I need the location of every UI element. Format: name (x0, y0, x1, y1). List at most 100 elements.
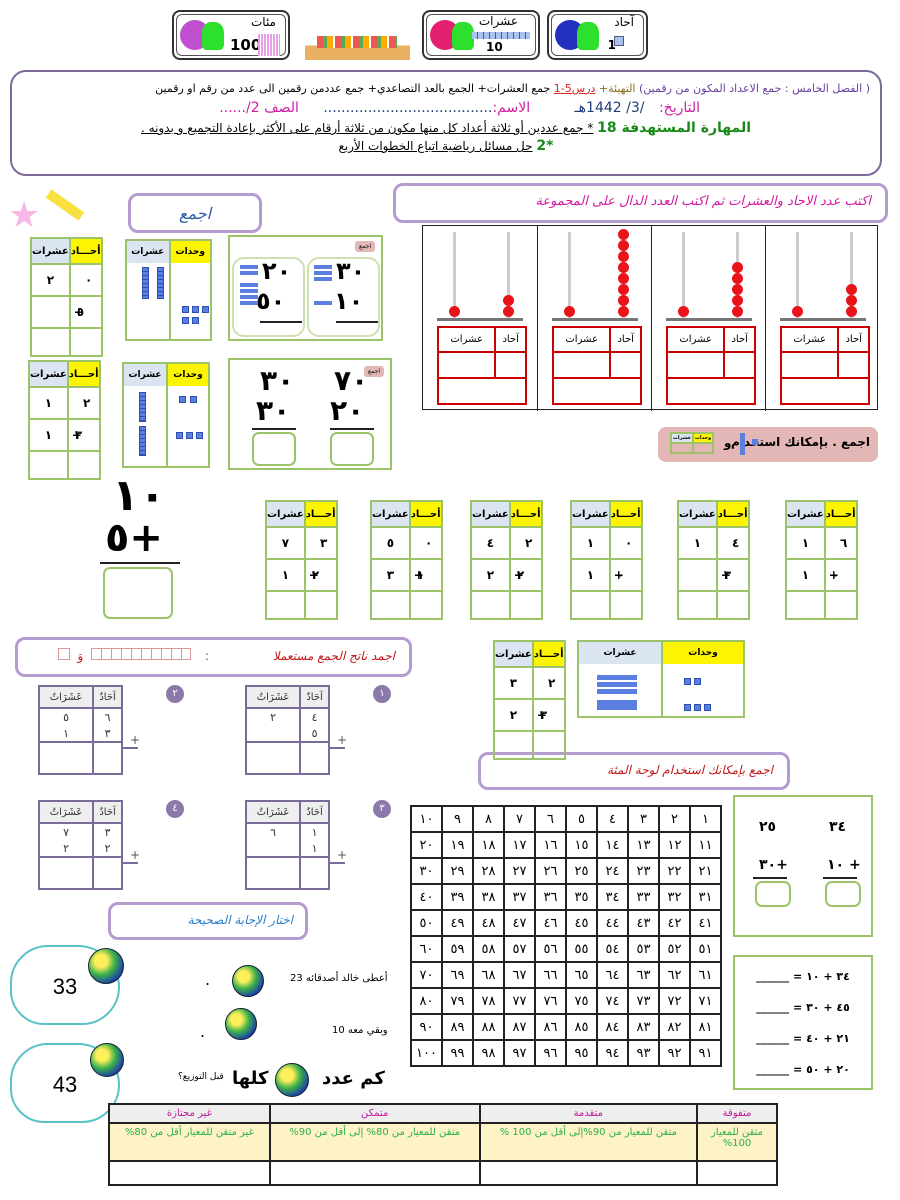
hundred-cell[interactable]: ٩٧ (503, 1039, 536, 1067)
hundred-cell[interactable]: ٢٨ (472, 857, 505, 885)
hundred-cell[interactable]: ٢٣ (627, 857, 660, 885)
hundred-cell[interactable]: ٥٢ (658, 935, 691, 963)
hundred-cell[interactable]: ١٧ (503, 831, 536, 859)
hundred-cell[interactable]: ٨٧ (503, 1013, 536, 1041)
equation[interactable]: ٢١ + ٤٠ = ______ (756, 1032, 850, 1045)
hundred-cell[interactable]: ٦ (534, 805, 567, 833)
hundred-cell[interactable]: ٥٣ (627, 935, 660, 963)
hundred-cell[interactable]: ٥١ (689, 935, 722, 963)
hundred-cell[interactable]: ١١ (689, 831, 722, 859)
rubric-mark-cell[interactable] (268, 1160, 481, 1186)
hundred-cell[interactable]: ١٤ (596, 831, 629, 859)
hundred-cell[interactable]: ٥٩ (441, 935, 474, 963)
hundred-cell[interactable]: ٢٧ (503, 857, 536, 885)
hundred-cell[interactable]: ٣٤ (596, 883, 629, 911)
hundred-cell[interactable]: ١ (689, 805, 722, 833)
answer-cell[interactable] (779, 351, 840, 379)
answer-box[interactable] (825, 881, 861, 907)
answer-cell[interactable] (608, 590, 643, 620)
hundred-cell[interactable]: ٥٨ (472, 935, 505, 963)
hundred-cell[interactable]: ٥٤ (596, 935, 629, 963)
hundred-cell[interactable]: ٢٥ (565, 857, 598, 885)
answer-cell[interactable] (677, 590, 718, 620)
total-cell[interactable] (437, 377, 527, 405)
hundred-cell[interactable]: ٧٥ (565, 987, 598, 1015)
hundred-cell[interactable]: ٩ (441, 805, 474, 833)
hundred-cell[interactable]: ٨٢ (658, 1013, 691, 1041)
hundred-cell[interactable]: ٣٩ (441, 883, 474, 911)
answer-cell[interactable] (531, 730, 566, 760)
hundred-cell[interactable]: ٥٦ (534, 935, 567, 963)
hundred-cell[interactable]: ١٨ (472, 831, 505, 859)
hundred-cell[interactable]: ١٩ (441, 831, 474, 859)
hundred-cell[interactable]: ٩١ (689, 1039, 722, 1067)
hundred-cell[interactable]: ٧٠ (410, 961, 443, 989)
answer-cell[interactable] (265, 590, 306, 620)
hundred-cell[interactable]: ١٥ (565, 831, 598, 859)
answer-cell[interactable] (493, 730, 534, 760)
hundred-cell[interactable]: ٧٨ (472, 987, 505, 1015)
hundred-cell[interactable]: ٨١ (689, 1013, 722, 1041)
hundred-cell[interactable]: ٥٥ (565, 935, 598, 963)
hundred-cell[interactable]: ٥٧ (503, 935, 536, 963)
answer-cell[interactable] (30, 327, 71, 357)
answer-cell[interactable] (68, 327, 103, 357)
total-cell[interactable] (666, 377, 756, 405)
hundred-cell[interactable]: ٩٣ (627, 1039, 660, 1067)
hundred-cell[interactable]: ٨ (472, 805, 505, 833)
hundred-cell[interactable]: ٤٦ (534, 909, 567, 937)
hundred-cell[interactable]: ٢ (658, 805, 691, 833)
hundred-cell[interactable]: ٤٣ (627, 909, 660, 937)
answer-cell[interactable] (303, 590, 338, 620)
answer-cell[interactable] (570, 590, 611, 620)
name-field[interactable]: ...................................... (323, 100, 493, 116)
hundred-cell[interactable]: ٧٢ (658, 987, 691, 1015)
hundred-cell[interactable]: ٧٦ (534, 987, 567, 1015)
hundred-cell[interactable]: ٦١ (689, 961, 722, 989)
hundred-cell[interactable]: ٧٣ (627, 987, 660, 1015)
hundred-cell[interactable]: ٣٢ (658, 883, 691, 911)
hundred-cell[interactable]: ٣٦ (534, 883, 567, 911)
hundred-cell[interactable]: ١٢ (658, 831, 691, 859)
hundred-cell[interactable]: ١٠٠ (410, 1039, 443, 1067)
answer-cell[interactable] (37, 856, 95, 890)
total-cell[interactable] (780, 377, 870, 405)
answer-cell[interactable] (551, 351, 612, 379)
hundred-cell[interactable]: ٢١ (689, 857, 722, 885)
answer-cell[interactable] (715, 590, 750, 620)
hundred-cell[interactable]: ٦٣ (627, 961, 660, 989)
hundred-cell[interactable]: ٤١ (689, 909, 722, 937)
hundred-cell[interactable]: ٣٠ (410, 857, 443, 885)
hundred-cell[interactable]: ٧٧ (503, 987, 536, 1015)
hundred-cell[interactable]: ٤٥ (565, 909, 598, 937)
hundred-cell[interactable]: ٨٣ (627, 1013, 660, 1041)
hundred-cell[interactable]: ٩٢ (658, 1039, 691, 1067)
hundred-cell[interactable]: ٦٨ (472, 961, 505, 989)
answer-cell[interactable] (299, 856, 330, 890)
hundred-cell[interactable]: ٩٠ (410, 1013, 443, 1041)
hundred-cell[interactable]: ١٠ (410, 805, 443, 833)
hundred-cell[interactable]: ٦٩ (441, 961, 474, 989)
hundred-cell[interactable]: ١٣ (627, 831, 660, 859)
answer-cell[interactable] (823, 590, 858, 620)
hundred-cell[interactable]: ٢٦ (534, 857, 567, 885)
answer-cell[interactable] (408, 590, 443, 620)
answer-cell[interactable] (436, 351, 497, 379)
hundred-cell[interactable]: ٣٣ (627, 883, 660, 911)
answer-cell[interactable] (28, 450, 69, 480)
hundred-cell[interactable]: ٤٤ (596, 909, 629, 937)
rubric-mark-cell[interactable] (696, 1160, 778, 1186)
hundred-cell[interactable]: ٨٦ (534, 1013, 567, 1041)
option-33[interactable]: 33 (10, 945, 120, 1025)
answer-box[interactable] (252, 432, 296, 466)
answer-cell[interactable] (37, 741, 95, 775)
answer-box[interactable] (103, 567, 173, 619)
hundred-cell[interactable]: ٨٩ (441, 1013, 474, 1041)
hundred-cell[interactable]: ٦٦ (534, 961, 567, 989)
hundred-cell[interactable]: ٨٥ (565, 1013, 598, 1041)
answer-cell[interactable] (665, 351, 726, 379)
answer-cell[interactable] (244, 856, 302, 890)
hundred-cell[interactable]: ٦٤ (596, 961, 629, 989)
answer-box[interactable] (755, 881, 791, 907)
equation[interactable]: ٣٤ + ١٠ = ______ (756, 970, 850, 983)
